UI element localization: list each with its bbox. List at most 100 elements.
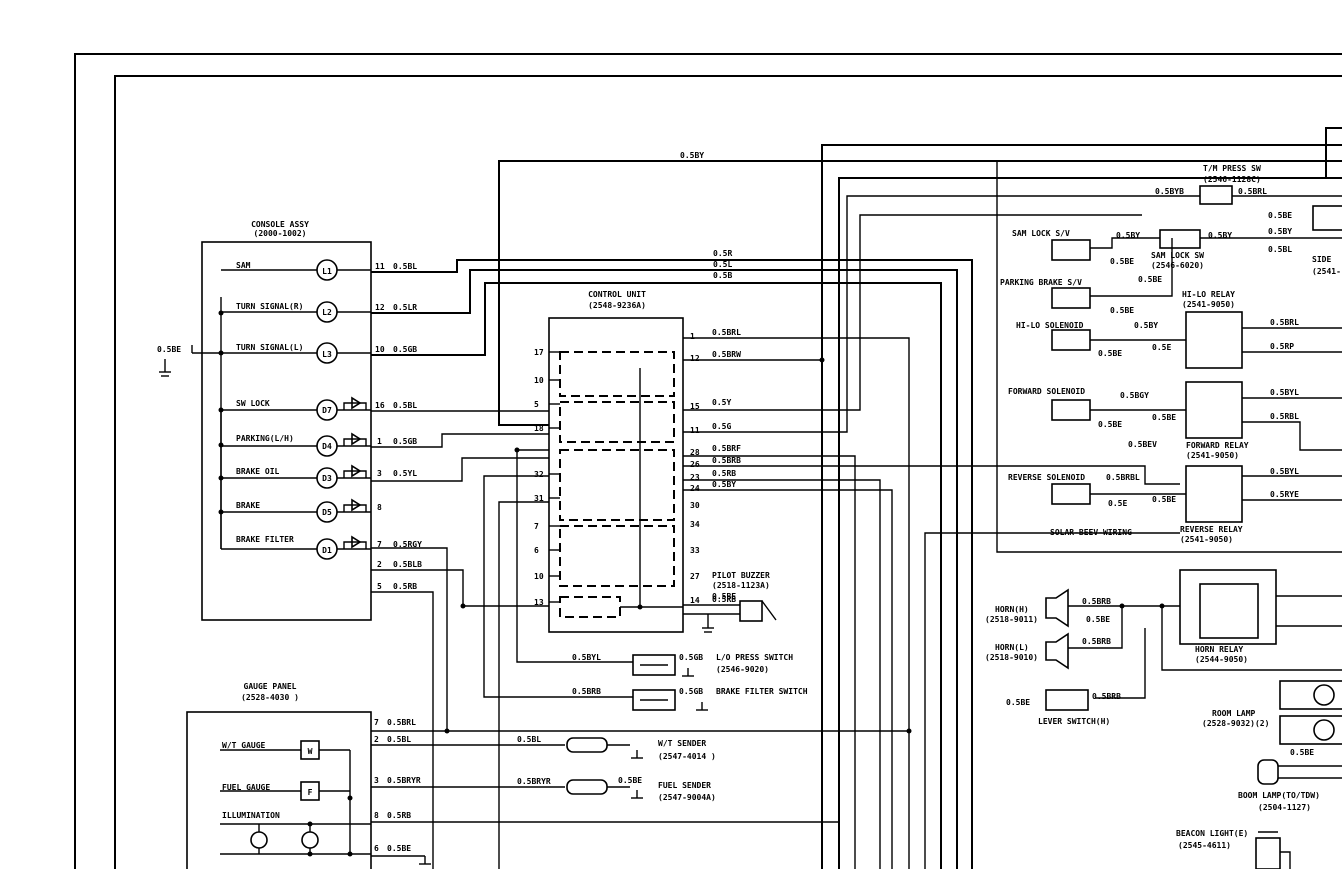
hilo-relay-label: HI-LO RELAY <box>1182 290 1235 299</box>
gauge-pin: 6 <box>374 844 379 853</box>
control-unit-part: (2548-9236A) <box>588 301 646 310</box>
cu-right-wire: 0.5BRL <box>712 328 741 337</box>
wire-label: 0.5BLB <box>393 560 422 569</box>
pin-10: 10 <box>375 345 385 354</box>
parking-sv-label: PARKING BRAKE S/V <box>1000 278 1082 287</box>
rev-wire: 0.5BRBL <box>1106 473 1140 482</box>
cluster-wire-label: 0.5B <box>713 271 732 280</box>
sender-wire: 0.5BL <box>517 735 541 744</box>
cu-right-pin: 30 <box>690 501 700 510</box>
room-lamp-part: (2528-9032)(2) <box>1202 719 1269 728</box>
tm-press-part: (2546-1128C) <box>1203 175 1261 184</box>
pin-2: 2 <box>377 560 382 569</box>
wire-label: 0.5LR <box>393 303 417 312</box>
wire-label: 0.5YL <box>393 469 417 478</box>
right-edge-label: (2541- <box>1312 267 1341 276</box>
gauge-pin: 7 <box>374 718 379 727</box>
diode-wire <box>343 402 367 410</box>
bottom-note: SOLAR-BEEV-WIRING <box>1050 528 1132 537</box>
lamp-bulb-icon <box>1313 684 1335 706</box>
cu-right-pin: 14 <box>690 596 700 605</box>
control-unit-box <box>548 317 684 633</box>
switch-wire: 0.5BRB <box>572 687 601 696</box>
cu-left-pin: 31 <box>534 494 544 503</box>
wt-sender-label: W/T SENDER <box>658 739 706 748</box>
gauge-wire: 0.5BRYR <box>387 776 421 785</box>
gauge-pin: 2 <box>374 735 379 744</box>
wt-sender-icon <box>566 737 608 753</box>
pin-5: 5 <box>377 582 382 591</box>
beacon-part: (2545-4611) <box>1178 841 1231 850</box>
horn-wire: 0.5BRB <box>1082 637 1111 646</box>
gauge-sym: F <box>308 788 313 797</box>
lever-switch-wire2: 0.5BRB <box>1092 692 1121 701</box>
room-lamp-label: ROOM LAMP <box>1212 709 1256 718</box>
fwd-relay-wire: 0.5RBL <box>1270 412 1299 421</box>
label-brake-oil: BRAKE OIL <box>236 467 280 476</box>
reverse-solenoid-icon <box>1051 483 1091 505</box>
wt-gauge-label: W/T GAUGE <box>222 741 266 750</box>
control-unit: CONTROL UNIT (2548-9236A) 17105183231761… <box>534 290 777 633</box>
sam-lock-sw-part: (2546-6020) <box>1151 261 1204 270</box>
lamp-bulb-icon <box>1313 719 1335 741</box>
cu-right-pin: 11 <box>690 426 700 435</box>
pin-3: 3 <box>377 469 382 478</box>
cluster-wire-label: 0.5L <box>713 260 732 269</box>
right-edge-label: 0.5BE <box>1268 211 1292 220</box>
indicator-lamp-icon <box>316 342 338 364</box>
top-wire-label: 0.5BY <box>680 151 704 160</box>
beacon-label: BEACON LIGHT(E) <box>1176 829 1248 838</box>
horn-h-label: HORN(H) <box>995 605 1029 614</box>
wire-label: 0.5GB <box>393 345 417 354</box>
fwd-sol-label: FORWARD SOLENOID <box>1008 387 1085 396</box>
cu-right-pin: 28 <box>690 448 700 457</box>
forward-solenoid-icon <box>1051 399 1091 421</box>
sheet-border <box>74 53 1342 869</box>
buzzer-label: PILOT BUZZER <box>712 571 770 580</box>
gauge-panel-title: GAUGE PANEL <box>244 682 297 691</box>
fuel-gauge-label: FUEL GAUGE <box>222 783 270 792</box>
illumination-bulb-icon <box>301 831 319 849</box>
right-edge-label: 0.5BL <box>1268 245 1292 254</box>
hilo-relay-gwire: 0.5E <box>1152 343 1171 352</box>
gauge-panel: GAUGE PANEL (2528-4030 ) W/T GAUGE FUEL … <box>186 682 912 869</box>
label-sw-lock: SW LOCK <box>236 399 270 408</box>
lamp-code: D3 <box>322 474 332 483</box>
sam-lock-wire: 0.5BY <box>1116 231 1140 240</box>
horn-relay-label: HORN RELAY <box>1195 645 1243 654</box>
cu-right-wire: 0.5Y <box>712 398 731 407</box>
label-sam: SAM <box>236 261 251 270</box>
cu-right-pin: 12 <box>690 354 700 363</box>
fwd-relay-gwire: 0.5BE <box>1152 413 1176 422</box>
fwd-wire: 0.5BGY <box>1120 391 1149 400</box>
fuel-sender-label: FUEL SENDER <box>658 781 711 790</box>
lamp-code: L3 <box>322 350 332 359</box>
tm-press-wire: 0.5BYB <box>1155 187 1184 196</box>
cu-left-pin: 6 <box>534 546 539 555</box>
control-unit-title: CONTROL UNIT <box>588 290 646 299</box>
cu-left-pin: 17 <box>534 348 544 357</box>
cu-right-wire: 0.5BRF <box>712 444 741 453</box>
label-turn-l: TURN SIGNAL(L) <box>236 343 303 352</box>
lamp-code: L2 <box>322 308 332 317</box>
indicator-lamp-icon <box>316 301 338 323</box>
indicator-lamp-icon <box>316 259 338 281</box>
cu-right-wire: 0.5BY <box>712 480 736 489</box>
cu-left-pin: 10 <box>534 572 544 581</box>
tm-press-wire2: 0.5BRL <box>1238 187 1267 196</box>
reverse-relay-icon <box>1185 465 1243 523</box>
cu-left-pin: 7 <box>534 522 539 531</box>
hilo-sol-label: HI-LO SOLENOID <box>1016 321 1084 330</box>
label-brake: BRAKE <box>236 501 260 510</box>
horn-l-part: (2518-9010) <box>985 653 1038 662</box>
sam-lock-solenoid-icon <box>1051 239 1091 261</box>
pin-8: 8 <box>377 503 382 512</box>
gauge-wire: 0.5RB <box>387 811 411 820</box>
label-turn-r: TURN SIGNAL(R) <box>236 302 303 311</box>
boom-lamp-icon <box>1257 759 1279 785</box>
hilo-solenoid-icon <box>1051 329 1091 351</box>
brake-filter-switch-label: BRAKE FILTER SWITCH <box>716 687 808 696</box>
rev-sol-label: REVERSE SOLENOID <box>1008 473 1085 482</box>
